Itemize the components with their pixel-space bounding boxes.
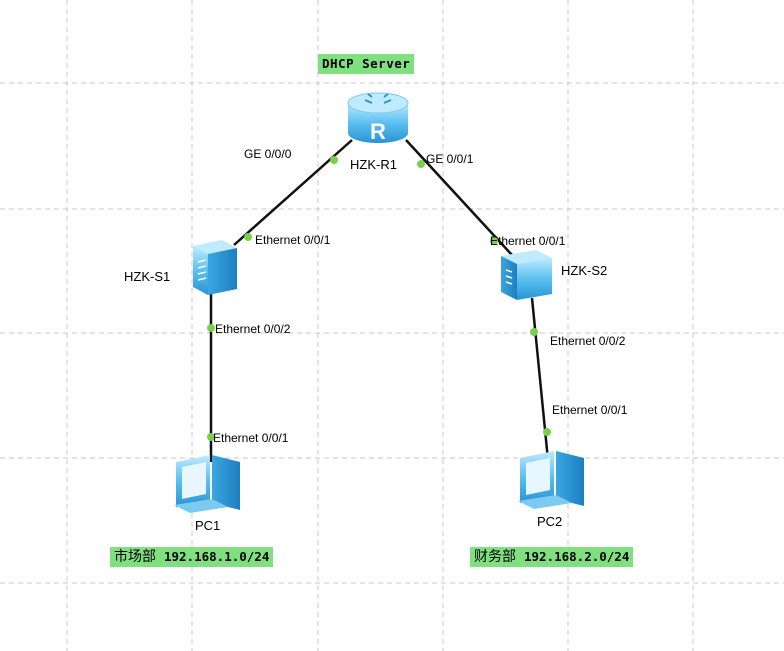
port-label-s2-up: Ethernet 0/0/1 — [490, 234, 566, 248]
department-name: 市场部 — [114, 549, 156, 565]
department-network: 192.168.2.0/24 — [524, 549, 630, 564]
port-label-pc1: Ethernet 0/0/1 — [213, 431, 289, 445]
port-dot-s1-e001[interactable] — [244, 233, 252, 241]
department-tag-market: 市场部 192.168.1.0/24 — [110, 547, 274, 567]
svg-text:R: R — [370, 119, 386, 144]
port-label-s1-up: Ethernet 0/0/1 — [255, 233, 331, 247]
port-label-s1-down: Ethernet 0/0/2 — [215, 322, 291, 336]
port-label-pc2: Ethernet 0/0/1 — [552, 403, 628, 417]
router-icon[interactable]: R — [347, 92, 409, 144]
pc-icon-pc1[interactable] — [174, 455, 240, 513]
port-label-r1-right: GE 0/0/1 — [426, 152, 474, 166]
port-label-r1-left: GE 0/0/0 — [244, 147, 292, 161]
port-dot-pc1-e001[interactable] — [207, 433, 215, 441]
port-dot-s1-e002[interactable] — [207, 324, 215, 332]
link-r1-s2[interactable] — [405, 139, 513, 256]
port-dot-pc2-e001[interactable] — [543, 428, 551, 436]
port-dot-s2-e001[interactable] — [490, 237, 498, 245]
department-network: 192.168.1.0/24 — [164, 549, 270, 564]
switch-icon-s2[interactable] — [501, 250, 552, 300]
switch-icon-s1[interactable] — [193, 240, 237, 295]
port-label-s2-down: Ethernet 0/0/2 — [550, 334, 626, 348]
port-dot-r1-ge000[interactable] — [330, 156, 338, 164]
switch1-label: HZK-S1 — [124, 269, 170, 284]
port-dot-r1-ge001[interactable] — [417, 160, 425, 168]
pc2-label: PC2 — [537, 514, 562, 529]
port-dot-s2-e002[interactable] — [530, 328, 538, 336]
department-name: 财务部 — [474, 549, 516, 565]
pc1-label: PC1 — [195, 518, 220, 533]
pc-icon-pc2[interactable] — [518, 451, 584, 509]
switch2-label: HZK-S2 — [561, 263, 607, 278]
dhcp-server-tag: DHCP Server — [318, 54, 415, 74]
router-label: HZK-R1 — [350, 157, 397, 172]
department-tag-finance: 财务部 192.168.2.0/24 — [470, 547, 634, 567]
